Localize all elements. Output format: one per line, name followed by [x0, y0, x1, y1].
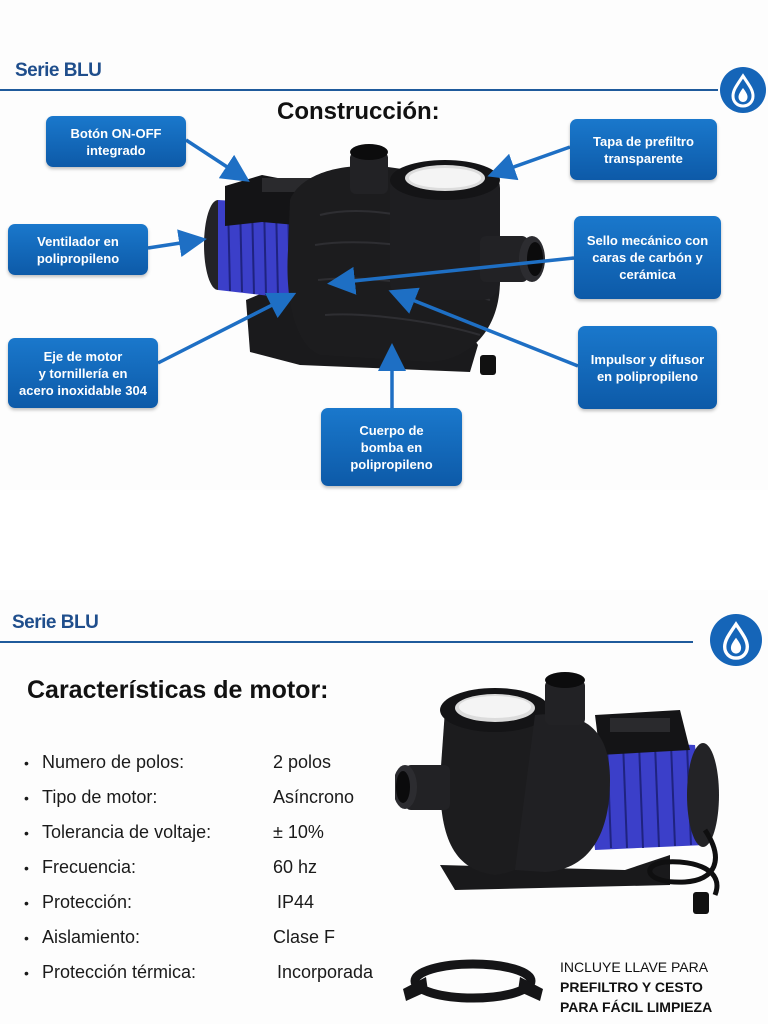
arrow-onoff	[185, 138, 250, 182]
arrow-shaft	[157, 292, 297, 365]
spec-value: 2 polos	[273, 752, 332, 772]
water-drop-logo-icon	[720, 67, 766, 113]
arrow-impeller	[388, 287, 579, 368]
spec-label: Frecuencia:	[42, 857, 137, 877]
spec-label: Tipo de motor:	[42, 787, 158, 807]
spec-row: • Tipo de motor: Asíncrono	[24, 780, 373, 815]
bullet: •	[24, 894, 29, 911]
spec-label: Numero de polos:	[42, 752, 185, 772]
bullet: •	[24, 789, 29, 806]
bullet: •	[24, 824, 29, 841]
series-label: Serie BLU	[15, 60, 102, 81]
callout-motor-shaft: Eje de motor y tornillería en acero inox…	[8, 338, 158, 408]
spec-row: • Aislamiento: Clase F	[24, 920, 373, 955]
spec-label: Protección térmica:	[42, 962, 197, 982]
spec-value: ± 10%	[273, 822, 324, 842]
pump-image	[395, 672, 720, 914]
spec-value: Clase F	[273, 927, 336, 947]
bullet: •	[24, 964, 29, 981]
spec-row: • Tolerancia de voltaje: ± 10%	[24, 815, 373, 850]
bullet: •	[24, 929, 29, 946]
pump-image	[147, 138, 579, 408]
arrow-fan	[147, 229, 207, 258]
spec-row: • Frecuencia: 60 hz	[24, 850, 373, 885]
bullet: •	[24, 859, 29, 876]
callout-onoff-button: Botón ON-OFF integrado	[46, 116, 186, 167]
series-label-2: Serie BLU	[12, 612, 99, 633]
includes-key-note: INCLUYE LLAVE PARA PREFILTRO Y CESTO PAR…	[560, 957, 712, 1017]
spec-row: • Numero de polos: 2 polos	[24, 745, 373, 780]
header-divider	[0, 89, 718, 91]
slide-title: Construcción:	[277, 98, 440, 125]
spec-value: Incorporada	[277, 962, 374, 982]
wrench-key-image	[403, 959, 543, 1003]
arrow-seal	[327, 256, 575, 295]
callout-filter-lid: Tapa de prefiltro transparente	[570, 119, 717, 180]
spec-row: • Protección: IP44	[24, 885, 373, 920]
spec-value: 60 hz	[273, 857, 318, 877]
construction-slide: Serie BLU Construcción:	[0, 0, 768, 490]
note-line-3: PARA FÁCIL LIMPIEZA	[560, 999, 713, 1015]
callout-mechanical-seal: Sello mecánico con caras de carbón y cer…	[574, 216, 721, 299]
callout-fan: Ventilador en polipropileno	[8, 224, 148, 275]
motor-spec-list: • Numero de polos: 2 polos • Tipo de motor:…	[24, 745, 373, 990]
spec-value: IP44	[277, 892, 315, 912]
slide-title-2: Características de motor:	[27, 676, 329, 704]
note-line-2: PREFILTRO Y CESTO	[560, 979, 703, 995]
bullet: •	[24, 754, 29, 771]
callout-impeller: Impulsor y difusor en polipropileno	[578, 326, 717, 409]
spec-label: Aislamiento:	[42, 927, 141, 947]
arrow-lid	[487, 145, 571, 181]
spec-value: Asíncrono	[273, 787, 355, 807]
spec-label: Tolerancia de voltaje:	[42, 822, 212, 842]
callout-pump-body: Cuerpo de bomba en polipropileno	[321, 408, 462, 486]
note-line-1: INCLUYE LLAVE PARA	[560, 959, 709, 975]
water-drop-logo-icon	[710, 614, 762, 666]
header-divider-2	[0, 641, 693, 643]
spec-label: Protección:	[42, 892, 133, 912]
spec-row: • Protección térmica: Incorporada	[24, 955, 373, 990]
